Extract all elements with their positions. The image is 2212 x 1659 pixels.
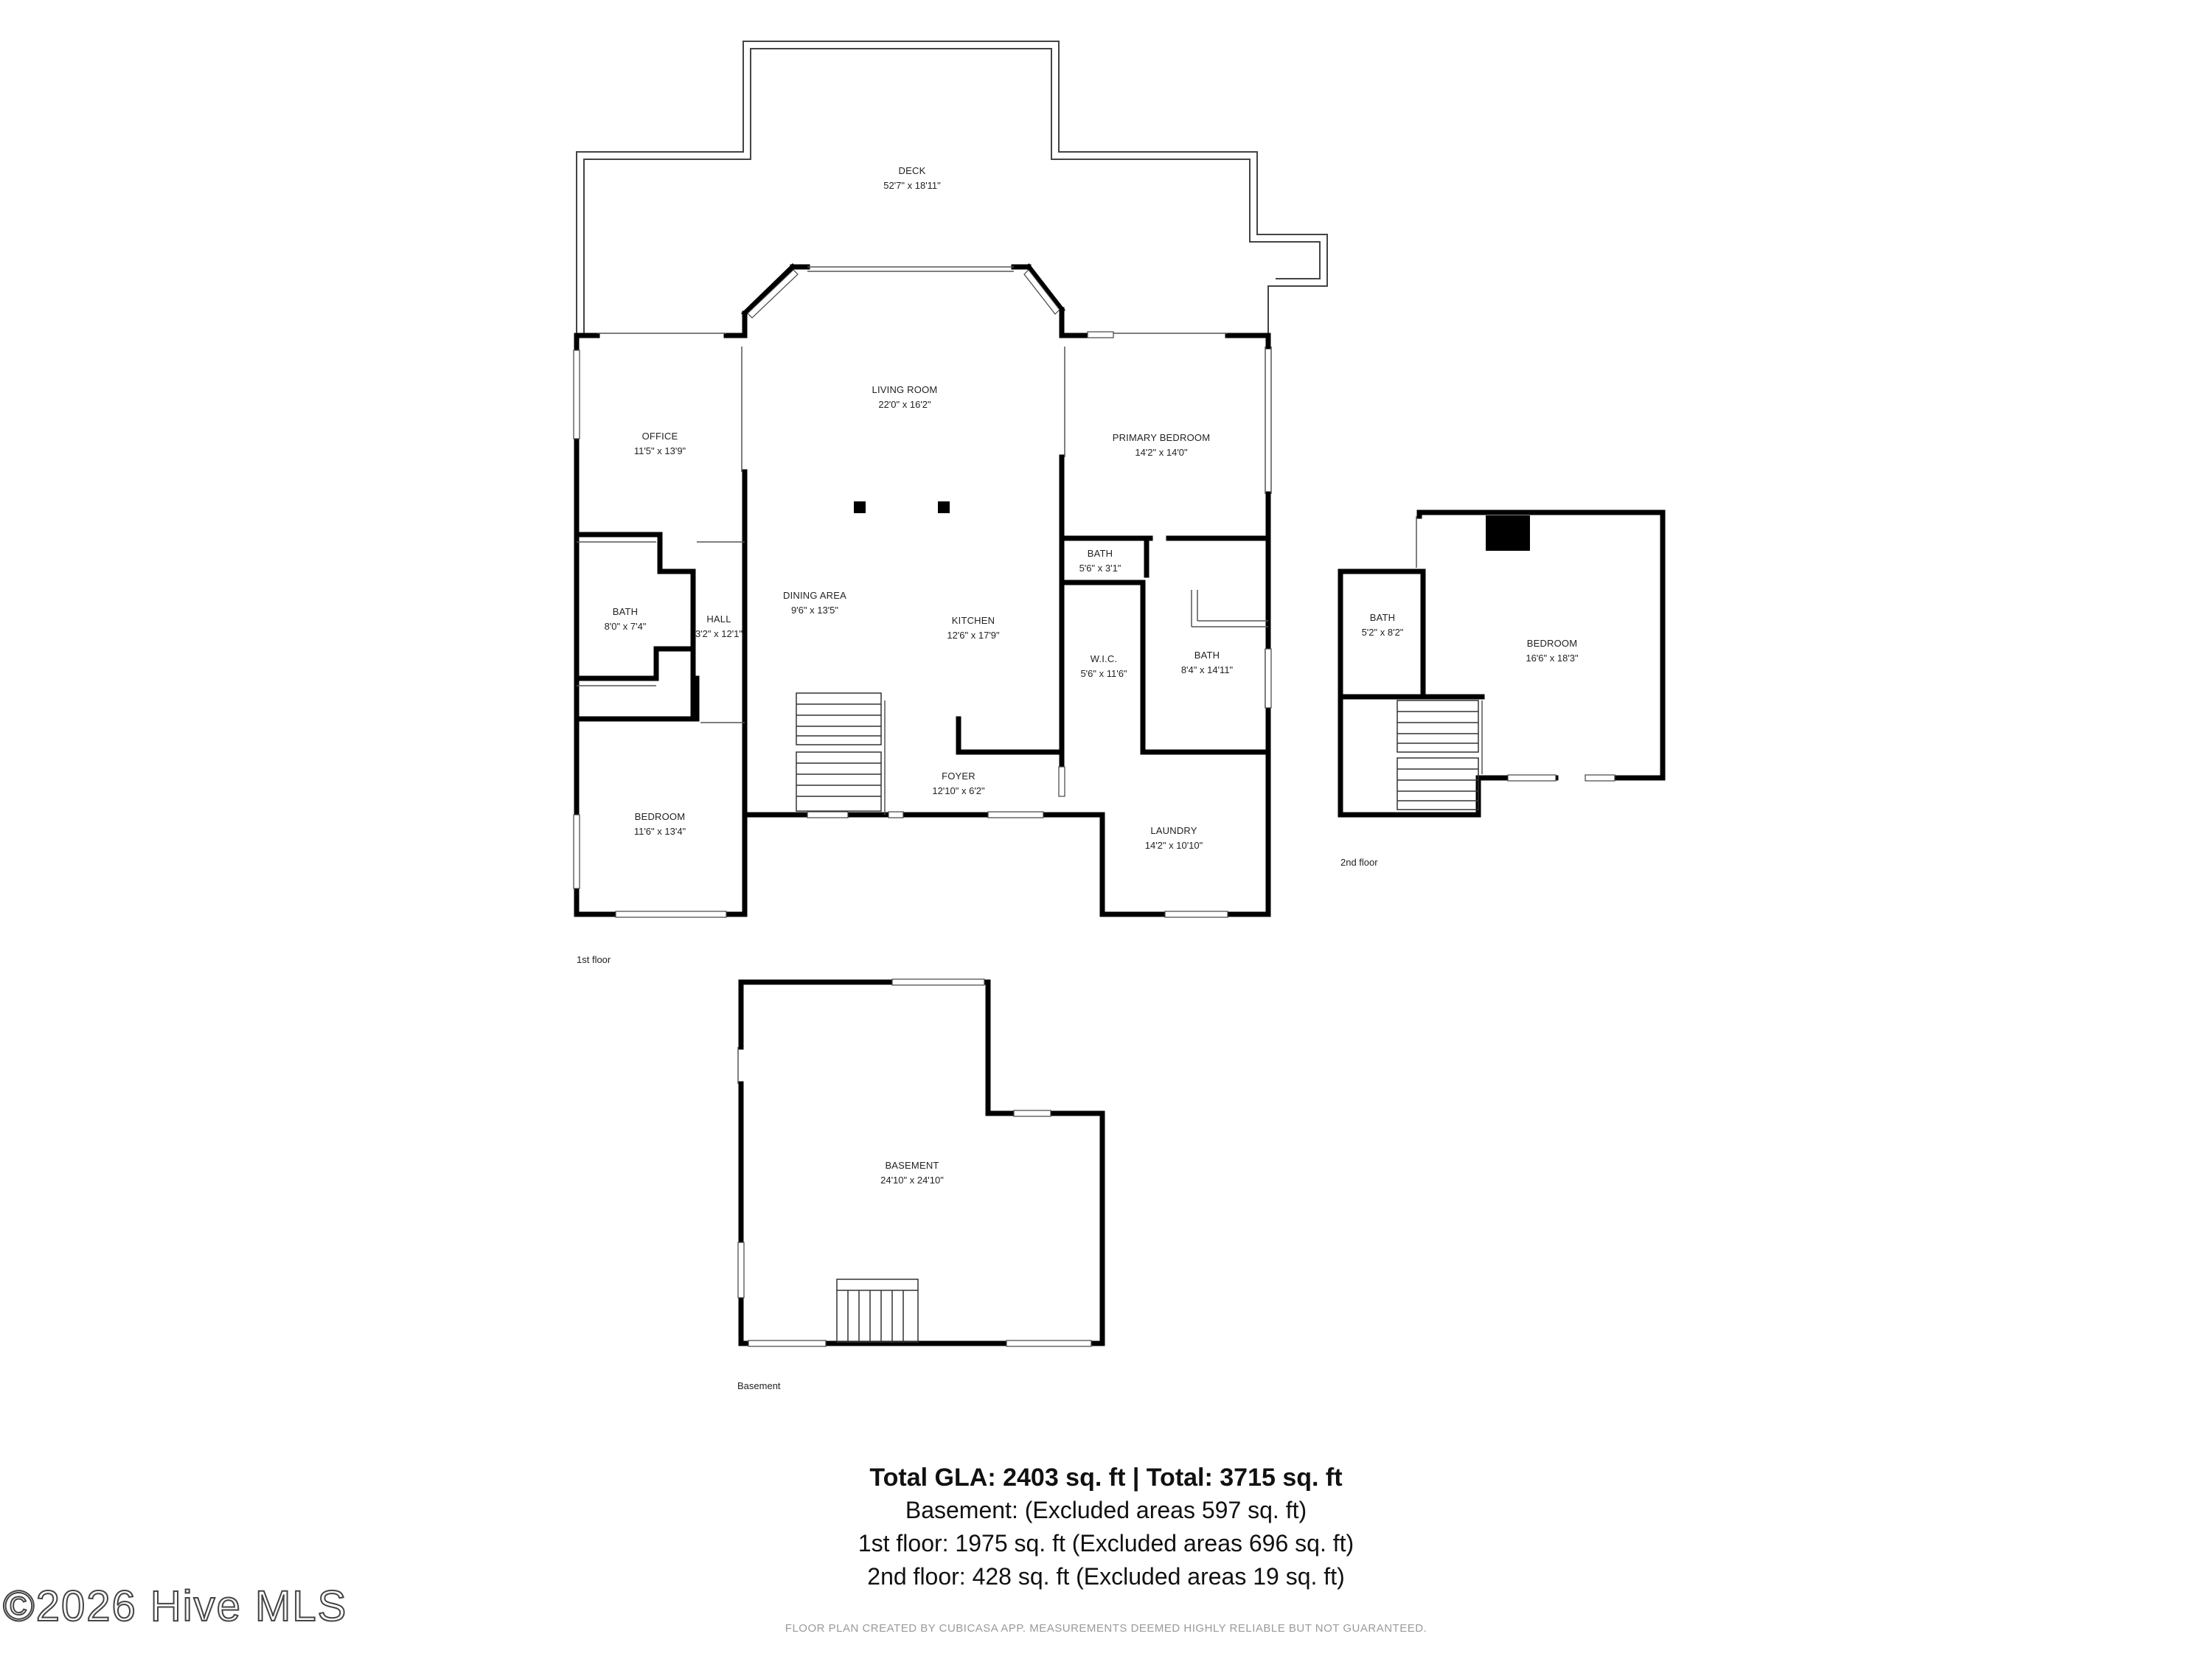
- office-label: OFFICE: [642, 431, 678, 442]
- dining-area-dimensions: 9'6" x 13'5": [791, 605, 838, 616]
- basement-stairs: [836, 1279, 919, 1343]
- bath-small-label: BATH: [1088, 548, 1113, 559]
- foyer-dimensions: 12'10" x 6'2": [932, 785, 985, 796]
- kitchen-dimensions: 12'6" x 17'9": [947, 630, 1000, 641]
- column-post: [854, 501, 866, 513]
- summary-first-floor: 1st floor: 1975 sq. ft (Excluded areas 6…: [858, 1530, 1354, 1557]
- hall-dimensions: 3'2" x 12'1": [695, 628, 742, 639]
- laundry-dimensions: 14'2" x 10'10": [1145, 840, 1203, 851]
- bedroom-first-label: BEDROOM: [635, 811, 686, 822]
- living-room-label: LIVING ROOM: [872, 384, 938, 395]
- second-floor-stairs: [1397, 700, 1479, 810]
- primary-bedroom-dimensions: 14'2" x 14'0": [1135, 447, 1188, 458]
- hall-label: HALL: [706, 613, 731, 625]
- bath-second-label: BATH: [1370, 612, 1396, 623]
- basement-room-dimensions: 24'10" x 24'10": [880, 1175, 944, 1186]
- bath-left-dimensions: 8'0" x 7'4": [605, 621, 647, 632]
- laundry-label: LAUNDRY: [1150, 825, 1197, 836]
- bath-left-label: BATH: [613, 606, 639, 617]
- first-floor-label: 1st floor: [577, 954, 611, 965]
- living-room-dimensions: 22'0" x 16'2": [878, 399, 931, 410]
- office-dimensions: 11'5" x 13'9": [634, 445, 686, 456]
- foyer-label: FOYER: [942, 771, 975, 782]
- bedroom-second-dimensions: 16'6" x 18'3": [1526, 653, 1579, 664]
- chimney-block: [1486, 515, 1530, 551]
- basement-room-label: BASEMENT: [885, 1160, 939, 1171]
- wic-dimensions: 5'6" x 11'6": [1080, 668, 1127, 679]
- bath-second-dimensions: 5'2" x 8'2": [1362, 627, 1404, 638]
- disclaimer-text: FLOOR PLAN CREATED BY CUBICASA APP. MEAS…: [785, 1622, 1427, 1635]
- deck-label: DECK: [899, 165, 926, 176]
- deck-dimensions: 52'7" x 18'11": [883, 180, 941, 191]
- basement-floor-label: Basement: [737, 1380, 781, 1391]
- dining-area-label: DINING AREA: [783, 590, 846, 601]
- bath-primary-dimensions: 8'4" x 14'11": [1181, 664, 1234, 675]
- first-floor-plan: DECK 52'7" x 18'11" LIVING ROOM 22'0" x …: [573, 41, 1328, 965]
- second-floor-plan: BATH 5'2" x 8'2" BEDROOM 16'6" x 18'3" 2…: [1338, 509, 1666, 868]
- first-floor-stairs: [796, 692, 882, 812]
- kitchen-label: KITCHEN: [952, 615, 995, 626]
- first-floor-windows: [573, 269, 1272, 918]
- bath-primary-label: BATH: [1194, 650, 1220, 661]
- column-post: [938, 501, 950, 513]
- copyright-watermark: ©2026 Hive MLS: [2, 1582, 348, 1631]
- second-floor-label: 2nd floor: [1340, 857, 1378, 868]
- bath-small-dimensions: 5'6" x 3'1": [1079, 563, 1121, 574]
- wic-label: W.I.C.: [1091, 653, 1118, 664]
- summary-second-floor: 2nd floor: 428 sq. ft (Excluded areas 19…: [867, 1563, 1345, 1590]
- primary-bedroom-label: PRIMARY BEDROOM: [1113, 432, 1211, 443]
- summary-basement: Basement: (Excluded areas 597 sq. ft): [905, 1497, 1307, 1523]
- summary-total: Total GLA: 2403 sq. ft | Total: 3715 sq.…: [869, 1464, 1343, 1492]
- deck-outline: [576, 41, 1328, 335]
- bedroom-second-label: BEDROOM: [1527, 638, 1578, 649]
- bedroom-first-dimensions: 11'6" x 13'4": [634, 826, 686, 837]
- first-floor-thin-lines: [577, 266, 1272, 815]
- basement-plan: BASEMENT 24'10" x 24'10" Basement: [737, 978, 1105, 1391]
